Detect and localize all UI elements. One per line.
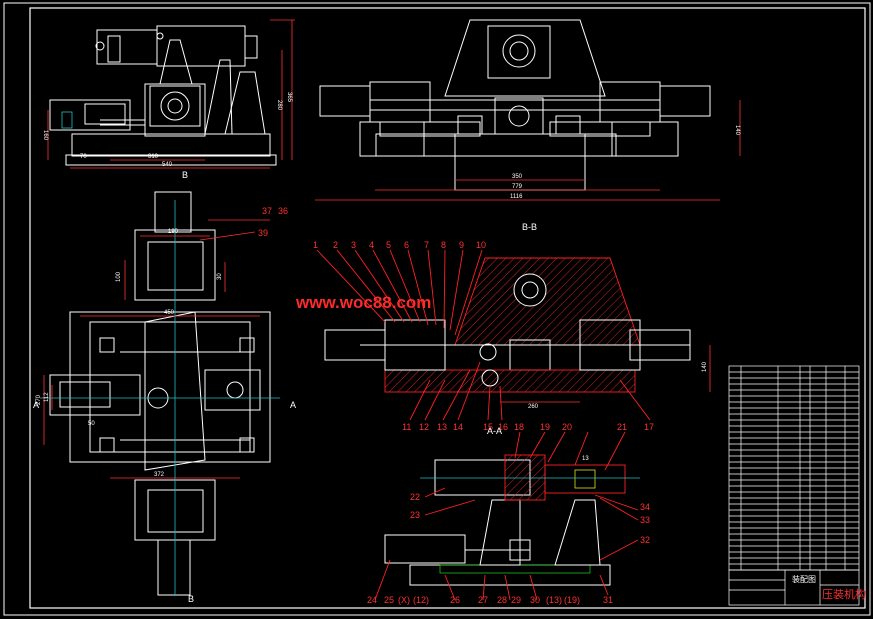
callout-37: 37: [262, 206, 272, 216]
callout-26: 26: [450, 595, 460, 605]
callout-21: 21: [617, 422, 627, 432]
dim-tr-h: 140: [734, 125, 740, 136]
dim-aa-13: 13: [582, 456, 589, 462]
callout-25: 25: [384, 595, 394, 605]
callout-29: 29: [511, 595, 521, 605]
dim-bb-260: 260: [528, 404, 539, 410]
callout-9: 9: [459, 240, 464, 250]
aa-title: A-A: [487, 426, 502, 436]
callout-30: 30: [530, 595, 540, 605]
callout-12: 12: [419, 422, 429, 432]
aa-section: A-A: [384, 426, 640, 586]
dim-tl-h3: 160: [42, 130, 48, 141]
callout-36: 36: [278, 206, 288, 216]
callout-22: 22: [410, 492, 420, 502]
dim-ml-30: 30: [217, 273, 223, 280]
section-b-top: B: [182, 170, 188, 180]
callout-19b: (19): [564, 595, 580, 605]
callout-14: 14: [453, 422, 463, 432]
dim-tl-left: 70: [80, 154, 87, 160]
top-left-dimensions: 540 310 70 365 280 160: [42, 19, 295, 169]
dim-ml-270: 270: [36, 394, 42, 405]
callout-13b: (13): [546, 595, 562, 605]
assembly-label: 装配图: [792, 574, 816, 584]
callout-x: (X): [398, 595, 410, 605]
bb-title: B-B: [522, 222, 537, 232]
callout-15: 15: [483, 422, 493, 432]
callout-33: 33: [640, 515, 650, 525]
callout-16: 16: [498, 422, 508, 432]
dim-ml-100: 100: [116, 271, 122, 282]
dim-tl-width: 540: [162, 162, 173, 168]
section-a-right: A: [290, 400, 296, 410]
watermark: www.woc88.com: [295, 293, 431, 312]
top-right-view: [319, 19, 711, 191]
dim-tl-inner: 310: [148, 154, 159, 160]
plan-view-dimensions: 190 100 30 450 372 270 112 50 37 36 39 B…: [33, 170, 296, 604]
callout-19: 19: [540, 422, 550, 432]
callout-6: 6: [404, 240, 409, 250]
dim-tl-h1: 365: [286, 92, 292, 103]
callout-5: 5: [386, 240, 391, 250]
dim-tr-w3: 1116: [510, 194, 523, 200]
callout-4: 4: [369, 240, 374, 250]
bb-callouts: 1 2 3 4 5 6 7 8 9 10 11 12 13 14 15 16 1…: [313, 240, 654, 432]
top-right-dimensions: 350 779 1116 140: [315, 100, 741, 201]
callout-27: 27: [478, 595, 488, 605]
callout-18: 18: [514, 422, 524, 432]
callout-8: 8: [441, 240, 446, 250]
top-left-view: [49, 25, 277, 166]
callout-13: 13: [437, 422, 447, 432]
plan-view: [40, 191, 280, 596]
section-b-bottom: B: [188, 594, 194, 604]
callout-23: 23: [410, 510, 420, 520]
callout-34: 34: [640, 502, 650, 512]
callout-11: 11: [402, 422, 411, 432]
dim-ml-112: 112: [44, 392, 50, 402]
dim-tl-h2: 280: [276, 100, 282, 111]
callout-24: 24: [367, 595, 377, 605]
bb-section: B-B 260 140: [324, 222, 711, 410]
callout-39: 39: [258, 228, 268, 238]
title-block: 装配图 压装机构: [728, 569, 866, 606]
callout-12b: (12): [413, 595, 429, 605]
callout-2: 2: [333, 240, 338, 250]
drawing-title: 压装机构: [822, 587, 866, 601]
dim-tr-w2: 779: [512, 184, 523, 190]
callout-28: 28: [497, 595, 507, 605]
dim-ml-50: 50: [88, 421, 95, 427]
aa-callouts: 18 19 20 21 22 23 24 25 (X) (12) 26 27 2…: [367, 422, 650, 605]
callout-10: 10: [476, 240, 486, 250]
callout-3: 3: [351, 240, 356, 250]
dim-ml-190: 190: [168, 229, 179, 235]
dim-bb-140: 140: [702, 361, 708, 372]
outer-frame: [3, 2, 871, 616]
dim-ml-372: 372: [154, 472, 165, 478]
dim-ml-450: 450: [164, 310, 175, 316]
callout-20: 20: [562, 422, 572, 432]
parts-list: [728, 365, 860, 571]
callout-17: 17: [644, 422, 654, 432]
dim-tr-w1: 350: [512, 174, 523, 180]
callout-31: 31: [603, 595, 613, 605]
callout-7: 7: [424, 240, 429, 250]
callout-32: 32: [640, 535, 650, 545]
section-a-left: A: [33, 400, 39, 410]
inner-frame: [29, 7, 866, 609]
callout-1: 1: [313, 240, 318, 250]
